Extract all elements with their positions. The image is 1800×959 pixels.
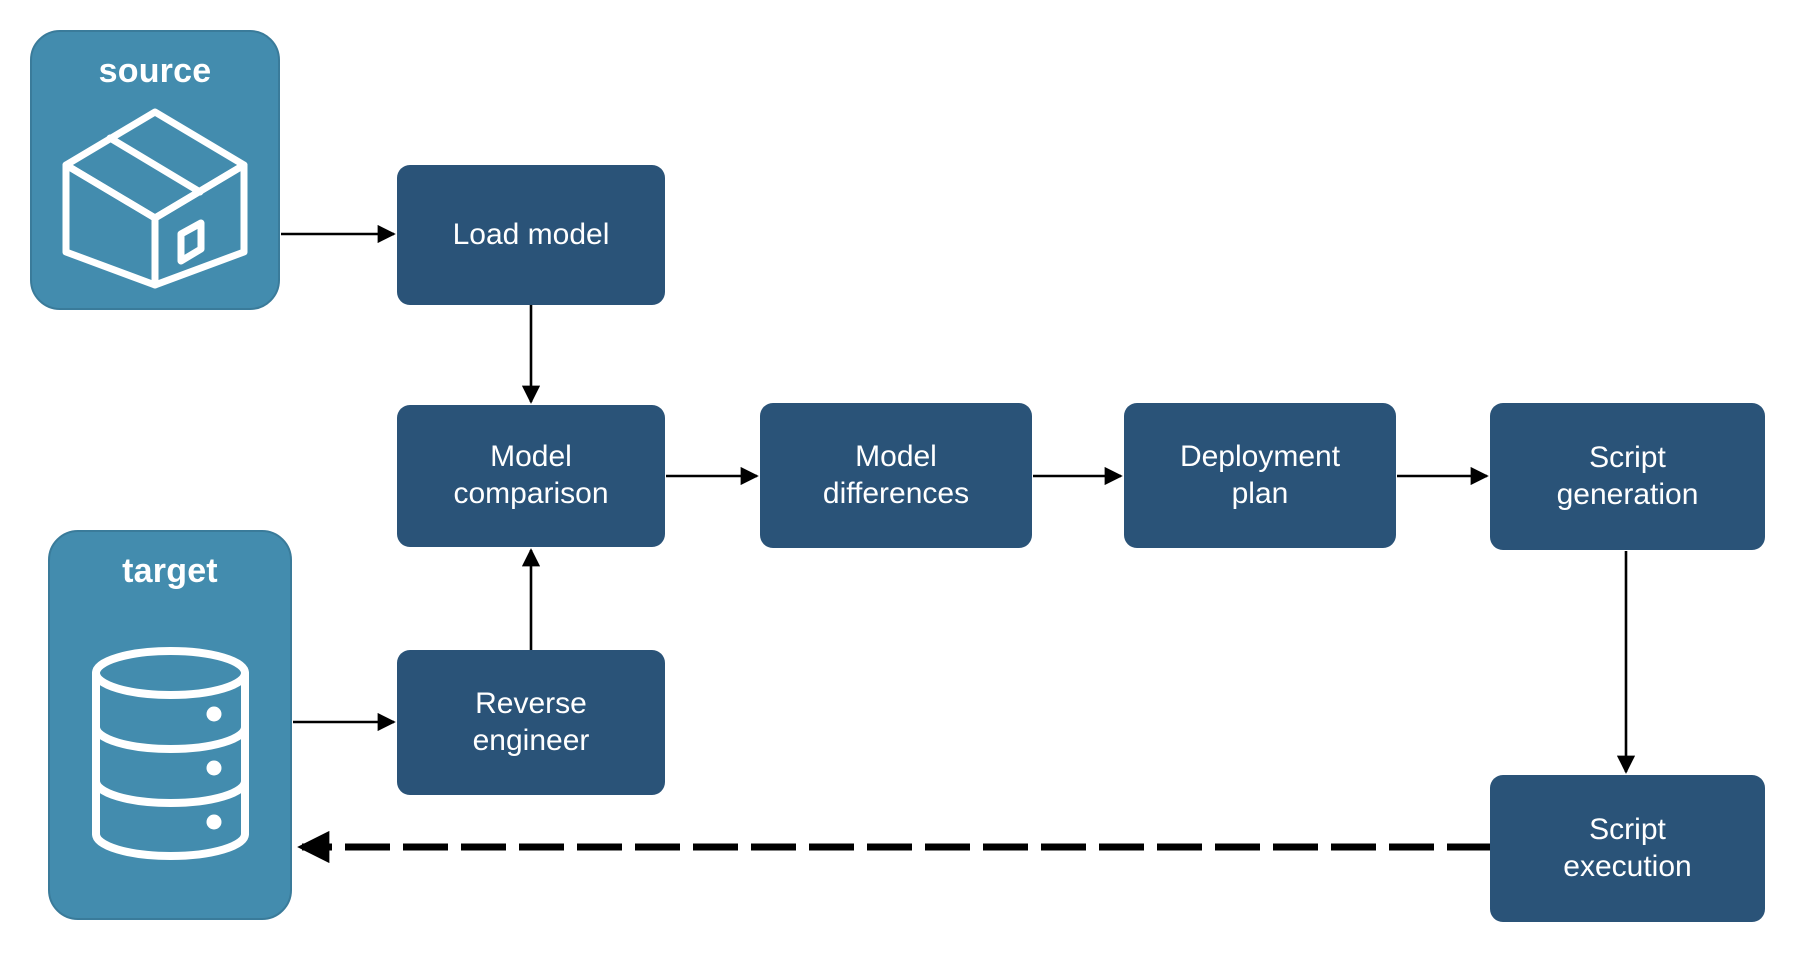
node-script-generation[interactable]: Script generation bbox=[1490, 403, 1765, 550]
node-deployment-plan-label: Deployment plan bbox=[1179, 439, 1341, 510]
node-script-generation-label: Script generation bbox=[1556, 440, 1699, 511]
node-model-differences-label: Model differences bbox=[822, 439, 970, 510]
database-cylinder-icon bbox=[50, 588, 290, 918]
node-script-execution-label: Script execution bbox=[1563, 812, 1692, 883]
node-reverse-engineer-label: Reverse engineer bbox=[472, 686, 590, 757]
endpoint-target-label: target bbox=[122, 552, 218, 590]
endpoint-source[interactable]: source bbox=[30, 30, 280, 310]
node-model-differences[interactable]: Model differences bbox=[760, 403, 1032, 548]
node-reverse-engineer[interactable]: Reverse engineer bbox=[397, 650, 665, 795]
endpoint-source-label: source bbox=[98, 52, 212, 90]
node-deployment-plan[interactable]: Deployment plan bbox=[1124, 403, 1396, 548]
node-model-comparison-label: Model comparison bbox=[453, 440, 609, 510]
node-script-execution[interactable]: Script execution bbox=[1490, 775, 1765, 922]
node-model-comparison[interactable]: Model comparison bbox=[397, 405, 665, 547]
node-load-model-label: Load model bbox=[452, 217, 610, 251]
endpoint-target[interactable]: target bbox=[48, 530, 292, 920]
package-box-icon bbox=[32, 88, 278, 308]
node-load-model[interactable]: Load model bbox=[397, 165, 665, 305]
